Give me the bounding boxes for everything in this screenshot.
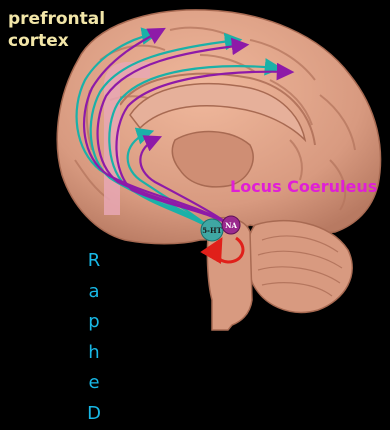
raphe-letter: R [84, 246, 104, 277]
raphe-letter: a [84, 277, 104, 308]
locus-coeruleus-label: Locus Coeruleus [230, 177, 377, 196]
noradrenaline-node-label: NA [225, 221, 237, 230]
cortex-line-2: cortex [8, 30, 105, 52]
raphe-letter: e [84, 368, 104, 399]
serotonin-node-label: 5-HT [202, 226, 222, 235]
prefrontal-cortex-label: prefrontal cortex [8, 8, 105, 52]
cortex-line-1: prefrontal [8, 8, 105, 30]
cerebellum [247, 221, 352, 313]
raphe-letter: p [84, 307, 104, 338]
raphe-label: R a p h e D [84, 246, 104, 429]
raphe-letter: D [84, 399, 104, 430]
raphe-letter: h [84, 338, 104, 369]
